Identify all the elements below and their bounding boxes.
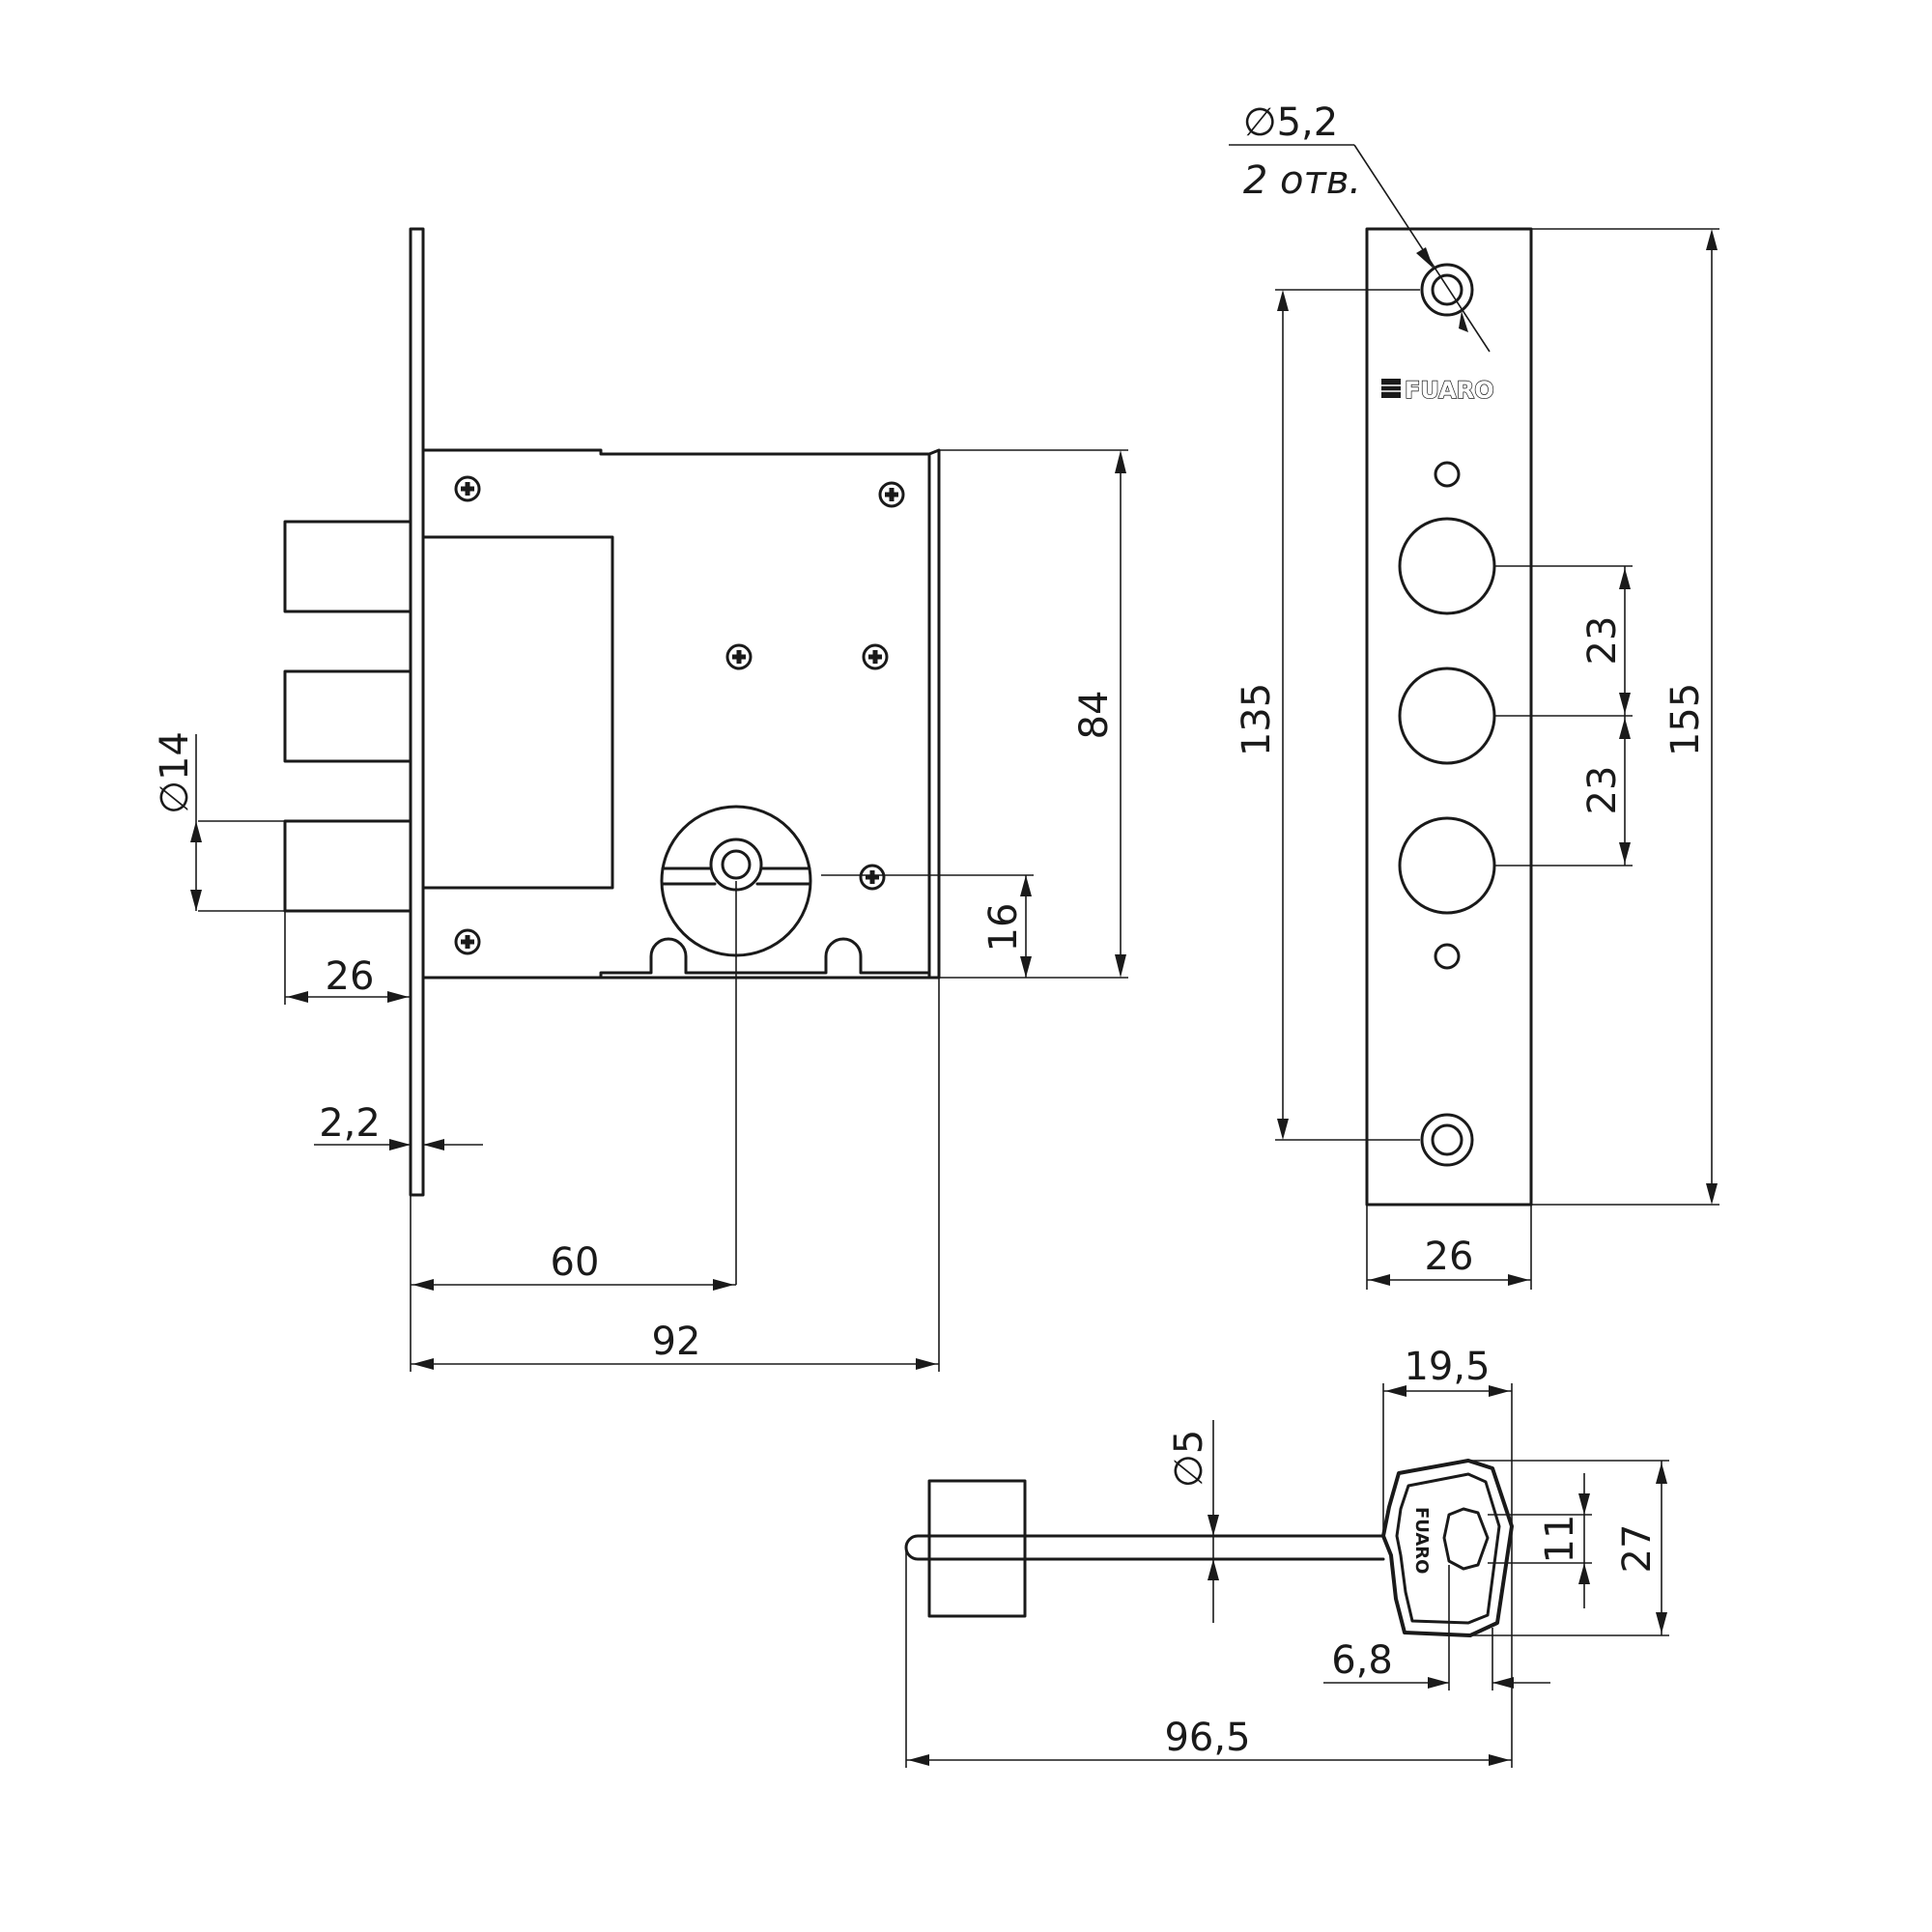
key-bow (1381, 1459, 1514, 1637)
dim-bolt-pitch-upper: 23 (1580, 616, 1625, 666)
bolt-upper (283, 520, 412, 613)
dim-case-depth: 92 (652, 1320, 701, 1364)
bolt-opening-upper (1398, 517, 1496, 615)
bolt-lower (283, 819, 412, 913)
dim-faceplate-length: 155 (1663, 683, 1708, 756)
small-hole-icon (1434, 461, 1461, 488)
key-window (1442, 1507, 1490, 1571)
small-hole-icon (1434, 943, 1461, 970)
dim-backset: 60 (551, 1240, 600, 1285)
key-bit (927, 1479, 1027, 1618)
dim-cylinder-offset: 16 (981, 903, 1026, 952)
key-brand-logo: FUARO (1411, 1507, 1432, 1574)
case-screw-icon (859, 864, 886, 891)
case-screw-icon (878, 481, 905, 508)
dim-hole-diameter: ∅5,2 (1243, 100, 1338, 145)
key-dimensions: ∅5 19,5 27 11 6,8 96,5 (905, 1345, 1669, 1768)
dim-bolt-diameter: ∅14 (153, 731, 197, 814)
dim-hole-spacing: 135 (1235, 683, 1279, 756)
case-screw-icon (454, 928, 481, 955)
hole-count-note: 2 отв. (1243, 158, 1361, 203)
faceplate-side (409, 227, 425, 1197)
svg-text:FUARO: FUARO (1405, 377, 1494, 404)
fuaro-logo: FUARO (1381, 376, 1494, 405)
dim-bolt-pitch-lower: 23 (1580, 766, 1625, 815)
mounting-hole-top (1420, 263, 1474, 317)
dim-key-bow-height: 27 (1615, 1524, 1660, 1574)
dim-faceplate-width: 26 (1425, 1235, 1474, 1279)
key: FUARO (904, 1459, 1514, 1637)
dim-key-length: 96,5 (1164, 1716, 1250, 1760)
bolt-opening-middle (1398, 667, 1496, 765)
faceplate-front-view: FUARO (1365, 227, 1533, 1207)
dim-faceplate-thickness: 2,2 (319, 1101, 381, 1146)
case-screw-icon (725, 643, 753, 670)
bolt-middle (283, 669, 412, 763)
dim-bolt-projection: 26 (326, 954, 375, 999)
bolt-opening-lower (1398, 816, 1496, 915)
dim-key-window-offset: 6,8 (1331, 1638, 1393, 1683)
dim-key-bow-width: 19,5 (1404, 1345, 1490, 1389)
dim-key-shank-diameter: ∅5 (1167, 1430, 1211, 1488)
bottom-edge-cutouts (599, 937, 931, 980)
dim-key-window-height: 11 (1538, 1515, 1582, 1564)
case-screw-icon (454, 475, 481, 502)
case-screw-icon (862, 643, 889, 670)
key-shank (904, 1534, 1385, 1561)
side-view-dimensions: 84 16 ∅14 26 2,2 60 (153, 449, 1128, 1372)
mounting-hole-bottom (1420, 1113, 1474, 1167)
bolt-carriage (421, 535, 614, 890)
faceplate-dimensions: ∅5,2 2 отв. 135 155 23 23 26 (1229, 100, 1719, 1290)
lock-side-view (283, 227, 941, 1285)
lock-case (421, 448, 941, 980)
faceplate-front (1365, 227, 1533, 1207)
dim-case-height: 84 (1072, 691, 1117, 740)
